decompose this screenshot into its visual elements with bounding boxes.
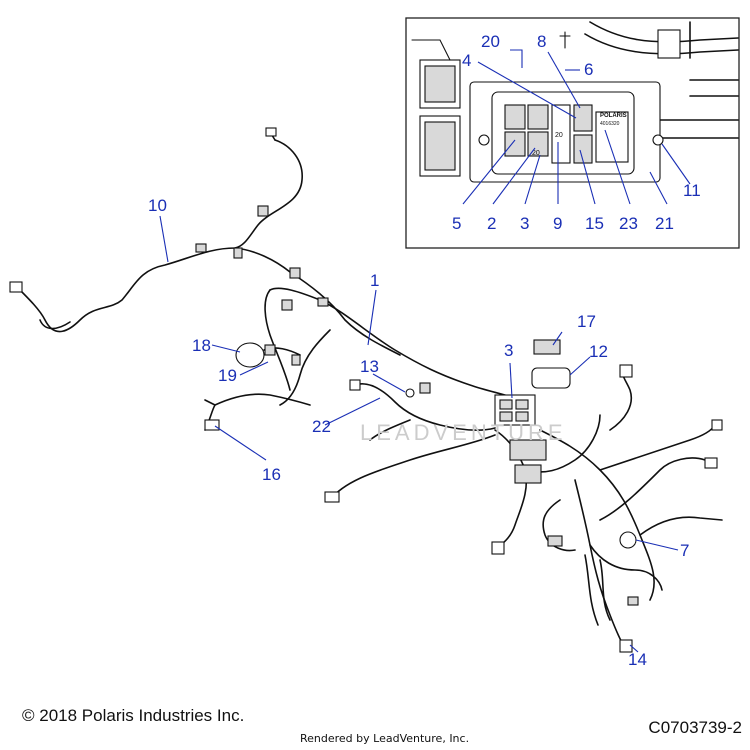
callout-6: 6 (584, 60, 593, 79)
callout-16: 16 (262, 465, 281, 484)
watermark-text: LEADVENTURE (360, 420, 567, 445)
fuse-box-part-no: 4016320 (600, 121, 620, 127)
callout-9: 9 (553, 214, 562, 233)
drawing-id: C0703739-2 (648, 718, 742, 737)
harness-end-connector (324, 491, 340, 503)
lower-connector-left (491, 541, 505, 555)
tube-clamp (657, 29, 681, 59)
clip-13 (405, 388, 415, 398)
copyright-text: © 2018 Polaris Industries Inc. (22, 706, 245, 725)
relay-cover-12 (531, 367, 571, 389)
callout-5: 5 (452, 214, 461, 233)
label-17 (533, 339, 561, 355)
right-connector-a (704, 457, 718, 469)
callout-11: 11 (683, 181, 701, 200)
callout-21: 21 (655, 214, 674, 233)
callout-17: 17 (577, 312, 596, 331)
right-connector-b (711, 419, 723, 431)
fuse-box-brand: POLARIS (600, 113, 627, 119)
right-connector-c (619, 364, 633, 378)
relay-cluster (509, 439, 547, 461)
rear-connector-left (9, 281, 23, 293)
callout-3-main: 3 (504, 341, 513, 360)
connector-16 (204, 419, 220, 431)
fuse-slot-label-a: 20 (532, 150, 540, 157)
callout-20: 20 (481, 32, 500, 51)
callout-4: 4 (462, 51, 471, 70)
mounting-bolt-left (478, 134, 490, 146)
component-18 (235, 342, 265, 368)
callout-3-inset: 3 (520, 214, 529, 233)
callout-7: 7 (680, 541, 689, 560)
connector-14 (619, 639, 633, 653)
fuse-grid (504, 104, 629, 164)
callout-18: 18 (192, 336, 211, 355)
callout-1: 1 (370, 271, 379, 290)
callout-10: 10 (148, 196, 167, 215)
callout-15: 15 (585, 214, 604, 233)
main-harness (9, 127, 723, 653)
callout-12: 12 (589, 342, 608, 361)
rendered-by-text: Rendered by LeadVenture, Inc. (300, 732, 470, 745)
callout-2: 2 (487, 214, 496, 233)
relay-7 (619, 531, 637, 549)
callout-13: 13 (360, 357, 379, 376)
inset-detail: POLARIS 4016320 20 20 (405, 17, 740, 249)
callout-23: 23 (619, 214, 638, 233)
callout-8: 8 (537, 32, 546, 51)
fuse-slot-label-b: 20 (555, 132, 563, 139)
callout-19: 19 (218, 366, 237, 385)
rear-connector-top (265, 127, 277, 137)
leaders-main (159, 215, 679, 653)
mounting-bolt-right (652, 134, 664, 146)
callout-14: 14 (628, 650, 647, 669)
callout-22: 22 (312, 417, 331, 436)
